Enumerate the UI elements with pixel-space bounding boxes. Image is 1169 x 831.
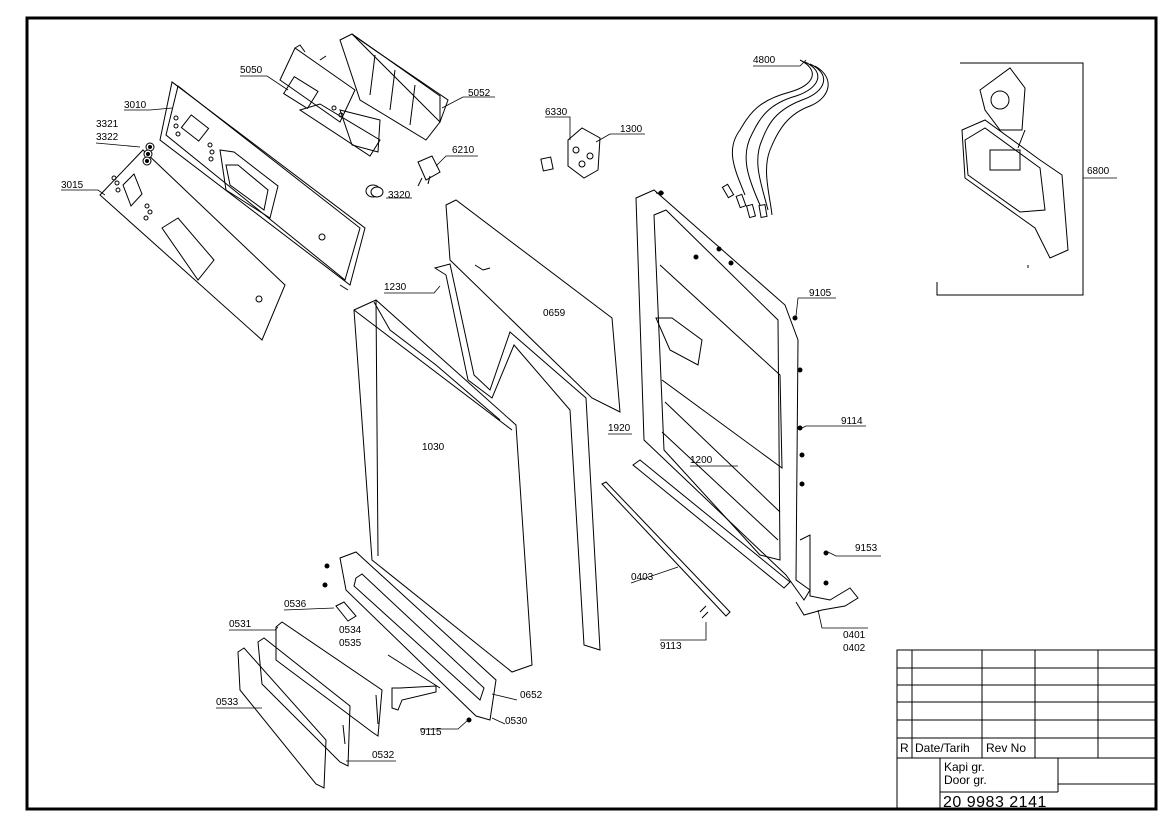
bracket-1300 xyxy=(540,127,601,179)
label-0532: 0532 xyxy=(372,750,395,761)
switch-6210 xyxy=(417,155,441,187)
label-0534: 0534 xyxy=(339,625,362,636)
label-3322: 3322 xyxy=(96,132,119,143)
drawing-number: 20 9983 2141 xyxy=(943,794,1047,811)
label-1920: 1920 xyxy=(608,423,631,434)
label-3010: 3010 xyxy=(124,100,147,111)
cable-harness xyxy=(721,59,829,219)
label-1230: 1230 xyxy=(384,282,407,293)
label-0530: 0530 xyxy=(505,716,528,727)
inner-door-frame xyxy=(635,189,811,601)
dispenser-6800 xyxy=(936,62,1084,296)
label-3320: 3320 xyxy=(388,190,411,201)
label-6210: 6210 xyxy=(452,145,475,156)
label-9153: 9153 xyxy=(855,543,878,554)
label-6330: 6330 xyxy=(545,107,568,118)
drawing-border xyxy=(25,16,1158,811)
front-fascia-panel xyxy=(99,149,286,341)
bottom-trim-0652 xyxy=(339,551,497,721)
label-0659: 0659 xyxy=(543,308,566,319)
label-0535: 0535 xyxy=(339,638,362,649)
insulation-sheet-0659 xyxy=(445,199,621,413)
label-0403: 0403 xyxy=(631,572,654,583)
electronic-module xyxy=(279,33,449,157)
label-5052: 5052 xyxy=(468,88,491,99)
door-seal-1230 xyxy=(433,263,601,651)
clip-0536 xyxy=(335,601,357,622)
button-3320 xyxy=(365,184,384,198)
label-0533: 0533 xyxy=(216,697,239,708)
group-name-en: Door gr. xyxy=(944,773,987,787)
label-9114: 9114 xyxy=(841,416,863,427)
label-0531: 0531 xyxy=(229,619,252,630)
screws xyxy=(322,190,829,723)
label-1030: 1030 xyxy=(422,442,445,453)
label-0401: 0401 xyxy=(843,630,866,641)
label-0402: 0402 xyxy=(843,643,866,654)
control-panel-housing xyxy=(159,81,366,291)
leader-lines xyxy=(61,59,1117,762)
label-3015: 3015 xyxy=(61,180,84,191)
date-header: Date/Tarih xyxy=(915,741,970,755)
label-1300: 1300 xyxy=(620,124,643,135)
label-4800: 4800 xyxy=(753,55,776,66)
label-9115: 9115 xyxy=(420,727,442,738)
kick-plates xyxy=(237,621,383,789)
label-1200: 1200 xyxy=(690,455,713,466)
label-5050: 5050 xyxy=(240,65,263,76)
label-9113: 9113 xyxy=(660,641,682,652)
outer-door-panel xyxy=(353,299,533,673)
label-3321: 3321 xyxy=(96,119,119,130)
rev-header: Rev No xyxy=(986,741,1026,755)
knob-buttons xyxy=(142,142,155,166)
part-labels: 5050 5052 3010 3321 3322 3015 6210 3320 … xyxy=(61,55,1110,761)
rev-marker: R xyxy=(900,741,909,755)
label-9105: 9105 xyxy=(809,288,832,299)
label-0536: 0536 xyxy=(284,599,307,610)
hinge-0401 xyxy=(795,534,859,616)
title-block xyxy=(896,649,1157,810)
label-6800: 6800 xyxy=(1087,166,1110,177)
title-block-text: R Date/Tarih Rev No Kapi gr. Door gr. 20… xyxy=(900,741,1047,811)
bracket-9115 xyxy=(391,685,437,711)
label-0652: 0652 xyxy=(520,690,543,701)
group-name-tr: Kapi gr. xyxy=(944,760,985,774)
gasket-strip-1920 xyxy=(632,459,791,589)
bottom-bar-0403 xyxy=(601,481,731,617)
